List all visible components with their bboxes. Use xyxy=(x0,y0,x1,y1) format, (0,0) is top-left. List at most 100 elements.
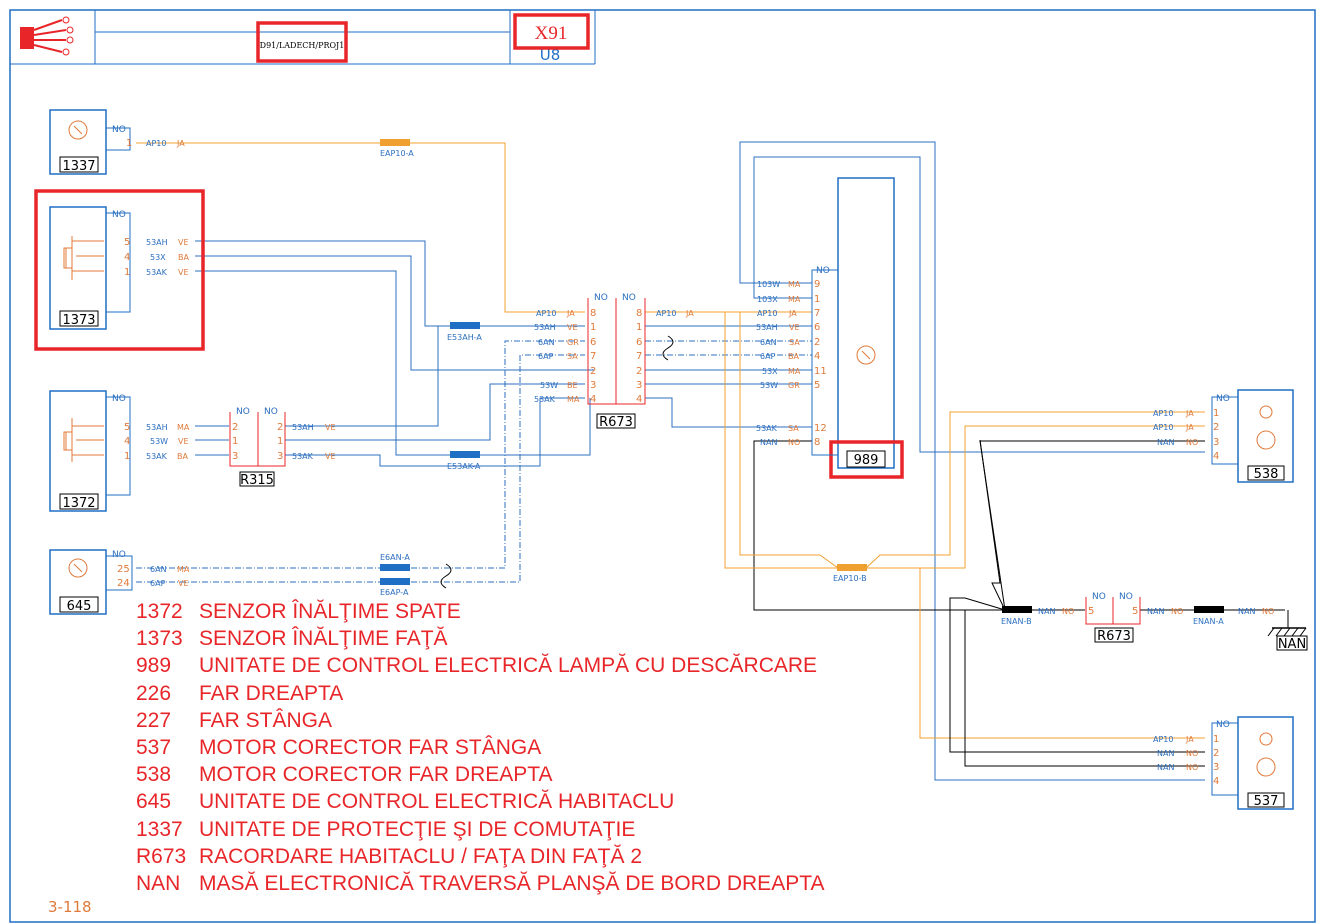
svg-text:2: 2 xyxy=(814,337,820,348)
svg-text:2: 2 xyxy=(590,366,596,377)
svg-text:5: 5 xyxy=(1132,606,1138,617)
title-block: D91/LADECH/PROJ1 U8 X91 xyxy=(10,10,596,65)
component-1373[interactable]: 1373 NO 5 4 1 53AH VE 53X BA 53AK VE xyxy=(34,189,205,351)
svg-text:3: 3 xyxy=(1213,762,1219,773)
svg-text:8: 8 xyxy=(590,308,596,319)
svg-text:4: 4 xyxy=(124,436,130,447)
ground-nan: NAN xyxy=(1267,610,1308,652)
svg-text:1: 1 xyxy=(277,436,283,447)
svg-text:SA: SA xyxy=(788,424,799,433)
component-1337[interactable]: 1337 NO 1 AP10 JA xyxy=(49,109,185,175)
svg-text:MA: MA xyxy=(177,565,190,574)
component-538-label: 538 xyxy=(1254,467,1279,482)
svg-text:NO: NO xyxy=(112,550,126,560)
svg-text:53AK: 53AK xyxy=(292,452,314,461)
page-frame xyxy=(9,9,1316,923)
svg-text:NO: NO xyxy=(1119,592,1133,602)
svg-text:NO: NO xyxy=(112,210,126,220)
connector-r315[interactable]: NO NO 2 1 3 2 1 3 R315 53AH VE 53AK VE xyxy=(229,407,336,488)
svg-text:53X: 53X xyxy=(150,253,166,262)
svg-text:3: 3 xyxy=(1213,437,1219,448)
svg-text:E53AH-A: E53AH-A xyxy=(447,333,482,342)
svg-text:53W: 53W xyxy=(760,381,778,390)
svg-text:VE: VE xyxy=(178,437,189,446)
svg-text:MA: MA xyxy=(788,295,801,304)
svg-text:53AH: 53AH xyxy=(146,423,168,432)
svg-text:JA: JA xyxy=(1185,735,1194,744)
svg-text:VE: VE xyxy=(178,579,189,588)
drawing-ref-highlight xyxy=(256,21,348,63)
component-1373-highlight xyxy=(34,189,205,351)
svg-text:NO: NO xyxy=(112,394,126,404)
svg-text:AP10: AP10 xyxy=(1153,735,1173,744)
svg-text:E53AK-A: E53AK-A xyxy=(447,462,481,471)
svg-text:4: 4 xyxy=(636,394,642,405)
svg-text:JA: JA xyxy=(176,139,185,148)
svg-text:BA: BA xyxy=(178,253,189,262)
svg-text:1: 1 xyxy=(590,322,596,333)
svg-text:11: 11 xyxy=(814,366,827,377)
svg-text:5: 5 xyxy=(124,422,130,433)
svg-text:1: 1 xyxy=(1213,734,1219,745)
svg-text:7: 7 xyxy=(590,351,596,362)
svg-text:BA: BA xyxy=(788,352,799,361)
component-1373-label: 1373 xyxy=(62,313,95,328)
svg-text:NAN: NAN xyxy=(1238,607,1255,616)
svg-text:NAN: NAN xyxy=(760,438,777,447)
svg-text:7: 7 xyxy=(814,308,820,319)
svg-text:VE: VE xyxy=(178,268,189,277)
component-1337-label: 1337 xyxy=(62,159,95,174)
svg-text:24: 24 xyxy=(117,578,130,589)
page-number: 3-118 xyxy=(48,898,92,916)
svg-text:NAN: NAN xyxy=(1157,438,1174,447)
component-989-highlight xyxy=(829,440,904,479)
component-1372[interactable]: 1372 NO 5 4 1 53AH MA 53W VE 53AK BA xyxy=(49,390,190,512)
svg-text:1: 1 xyxy=(814,294,820,305)
svg-text:NO: NO xyxy=(622,293,636,303)
svg-text:3: 3 xyxy=(277,451,283,462)
svg-text:AP10: AP10 xyxy=(1153,409,1173,418)
svg-text:NO: NO xyxy=(1186,763,1198,772)
svg-text:NO: NO xyxy=(1062,607,1074,616)
svg-text:BE: BE xyxy=(567,381,578,390)
svg-text:103X: 103X xyxy=(757,295,778,304)
component-1372-label: 1372 xyxy=(62,496,95,511)
component-645[interactable]: 645 NO 25 24 6AN MA 6AP VE xyxy=(49,549,190,615)
svg-text:3: 3 xyxy=(232,451,238,462)
svg-text:25: 25 xyxy=(117,564,130,575)
svg-text:53X: 53X xyxy=(762,367,778,376)
svg-text:53AK: 53AK xyxy=(534,395,556,404)
svg-text:1: 1 xyxy=(124,267,130,278)
svg-text:NAN: NAN xyxy=(1038,607,1055,616)
component-537-label: 537 xyxy=(1254,794,1279,809)
svg-text:ENAN-A: ENAN-A xyxy=(1193,617,1224,626)
svg-text:MA: MA xyxy=(177,423,190,432)
svg-text:4: 4 xyxy=(590,394,596,405)
drawing-ref: D91/LADECH/PROJ1 xyxy=(260,41,345,50)
svg-text:8: 8 xyxy=(814,437,820,448)
connector-r673-ground-label: R673 xyxy=(1097,629,1131,644)
svg-text:GR: GR xyxy=(567,338,579,347)
svg-text:MA: MA xyxy=(788,367,801,376)
svg-text:NO: NO xyxy=(816,266,830,276)
svg-text:EAP10-A: EAP10-A xyxy=(380,149,414,158)
svg-text:NO: NO xyxy=(112,125,126,135)
svg-text:VE: VE xyxy=(325,423,336,432)
svg-text:53AK: 53AK xyxy=(146,452,168,461)
component-645-label: 645 xyxy=(67,599,92,614)
svg-text:AP10: AP10 xyxy=(146,139,166,148)
svg-text:7: 7 xyxy=(636,351,642,362)
svg-text:NO: NO xyxy=(1262,607,1274,616)
